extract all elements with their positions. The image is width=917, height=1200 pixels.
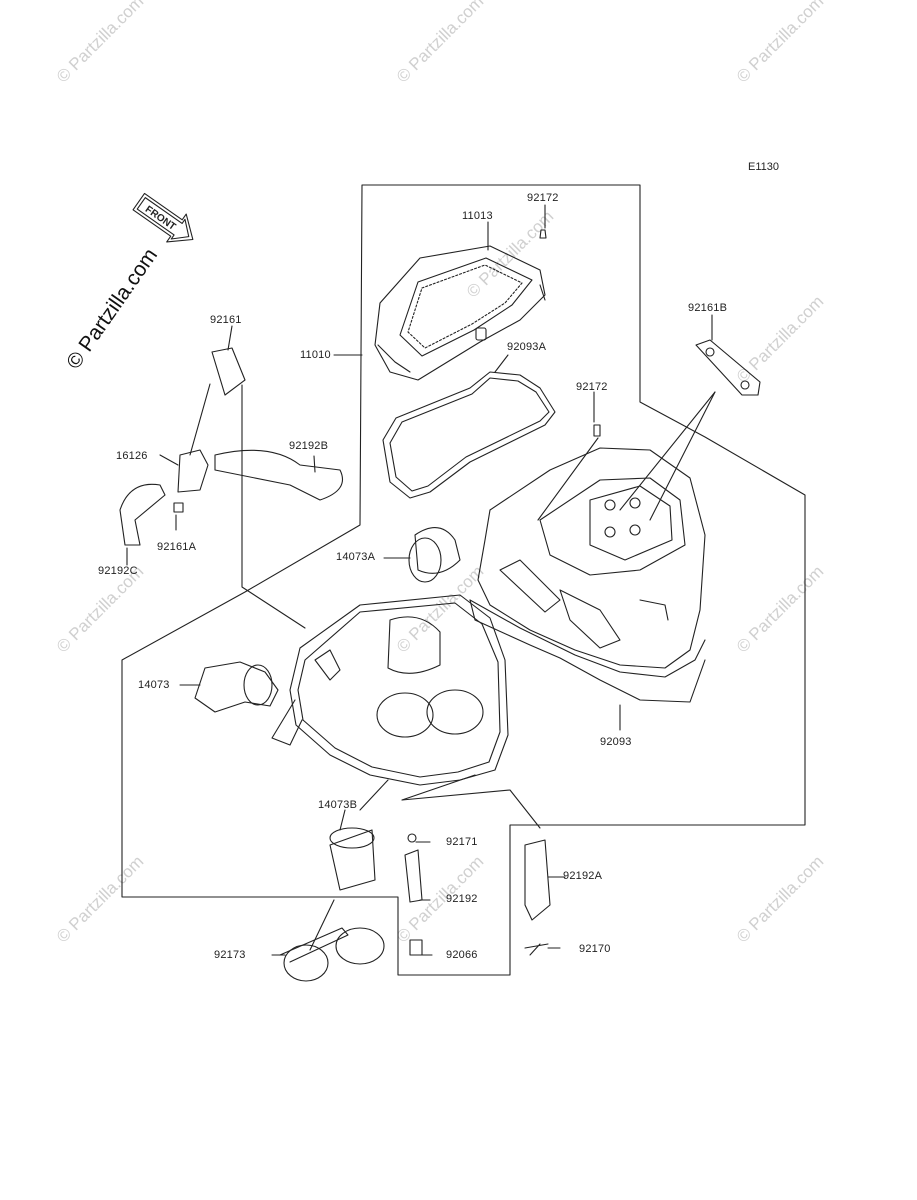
hose: [524, 839, 551, 921]
throttle-boot: [329, 829, 376, 891]
group-outline: [121, 184, 806, 976]
hose: [214, 449, 344, 501]
part-label-92170: 92170: [579, 943, 611, 955]
part-label-14073b: 14073B: [318, 799, 358, 811]
drain-plug: [409, 939, 423, 956]
front-arrow-icon: FRONT: [132, 192, 194, 243]
air-valve: [177, 449, 209, 493]
part-label-16126: 16126: [116, 450, 148, 462]
part-label-92172: 92172: [527, 192, 559, 204]
intake-duct: [194, 661, 279, 713]
air-filter-element: [374, 245, 546, 381]
small-clip: [407, 833, 417, 843]
part-label-11010: 11010: [300, 349, 331, 361]
part-label-92161b: 92161B: [688, 302, 728, 314]
lower-housing: [271, 594, 509, 786]
part-label-92161: 92161: [210, 314, 242, 326]
part-label-92192c: 92192C: [98, 565, 138, 577]
hose-clamp: [283, 944, 329, 982]
part-label-11013: 11013: [462, 210, 493, 222]
part-label-92173: 92173: [214, 949, 246, 961]
part-label-92172-b: 92172: [576, 381, 608, 393]
drain-tube: [404, 849, 423, 903]
part-label-14073: 14073: [138, 679, 170, 691]
part-label-92161a: 92161A: [157, 541, 197, 553]
gasket: [389, 377, 550, 492]
small-cap: [173, 502, 184, 513]
part-label-92066: 92066: [446, 949, 478, 961]
bracket: [211, 347, 246, 396]
leader-line: [241, 384, 306, 629]
upper-housing: [469, 447, 706, 703]
plate: [695, 339, 761, 396]
part-label-92093a: 92093A: [507, 341, 547, 353]
screw: [593, 424, 601, 437]
hose: [119, 483, 166, 546]
part-label-92192: 92192: [446, 893, 478, 905]
part-label-92192a: 92192A: [563, 870, 603, 882]
intake-funnel: [414, 527, 461, 574]
screw: [539, 229, 547, 239]
diagram-code: E1130: [748, 161, 779, 173]
part-label-14073a: 14073A: [336, 551, 376, 563]
part-label-92093: 92093: [600, 736, 632, 748]
hose-clamp: [335, 927, 385, 965]
clip: [524, 943, 549, 956]
part-label-92192b: 92192B: [289, 440, 329, 452]
part-label-92171: 92171: [446, 836, 478, 848]
gasket: [382, 371, 556, 499]
